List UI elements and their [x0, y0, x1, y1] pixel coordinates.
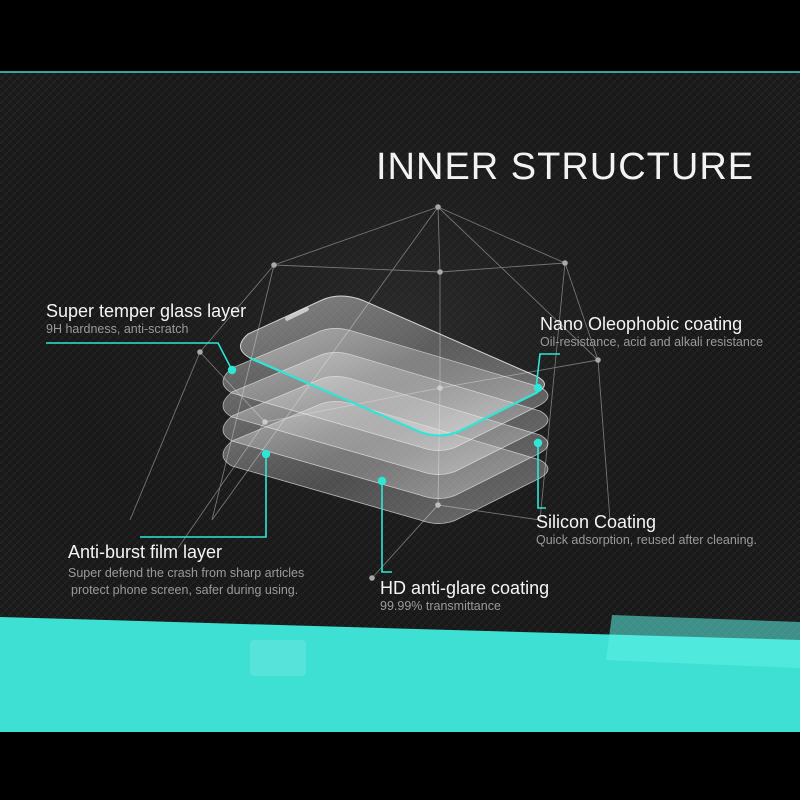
leader-silicon [537, 445, 546, 509]
label-anti-burst: Anti-burst film layer [68, 542, 223, 562]
desc-hd: 99.99% transmittance [380, 599, 501, 613]
teal-band-highlight [606, 615, 800, 668]
page-title: INNER STRUCTURE [376, 146, 755, 188]
leader-dots [227, 365, 543, 486]
label-super-temper: Super temper glass layer [46, 301, 247, 321]
leader-hd [381, 482, 392, 573]
speaker-slot [285, 307, 309, 321]
desc-nano: Oil-resistance, acid and alkali resistan… [540, 335, 764, 349]
desc-anti-burst-line-2: protect phone screen, safer during using… [71, 583, 299, 597]
teal-band [0, 617, 800, 732]
leader-anti-burst [140, 454, 267, 538]
bottom-black-band [0, 732, 800, 800]
layer-super-temper-edge [249, 356, 539, 437]
desc-anti-burst-line-1: Super defend the crash from sharp articl… [68, 566, 305, 580]
leader-lines [46, 342, 560, 573]
desc-super-temper: 9H hardness, anti-scratch [46, 322, 189, 336]
label-hd: HD anti-glare coating [380, 578, 550, 598]
leader-super-temper [46, 342, 233, 371]
desc-silicon: Quick adsorption, reused after cleaning. [536, 533, 757, 547]
desc-anti-burst: Super defend the crash from sharp articl… [68, 565, 304, 599]
glass-layers [222, 295, 549, 524]
leader-nano [535, 353, 560, 389]
watermark-logo [250, 640, 306, 676]
label-silicon: Silicon Coating [536, 512, 657, 532]
label-nano: Nano Oleophobic coating [540, 314, 743, 334]
